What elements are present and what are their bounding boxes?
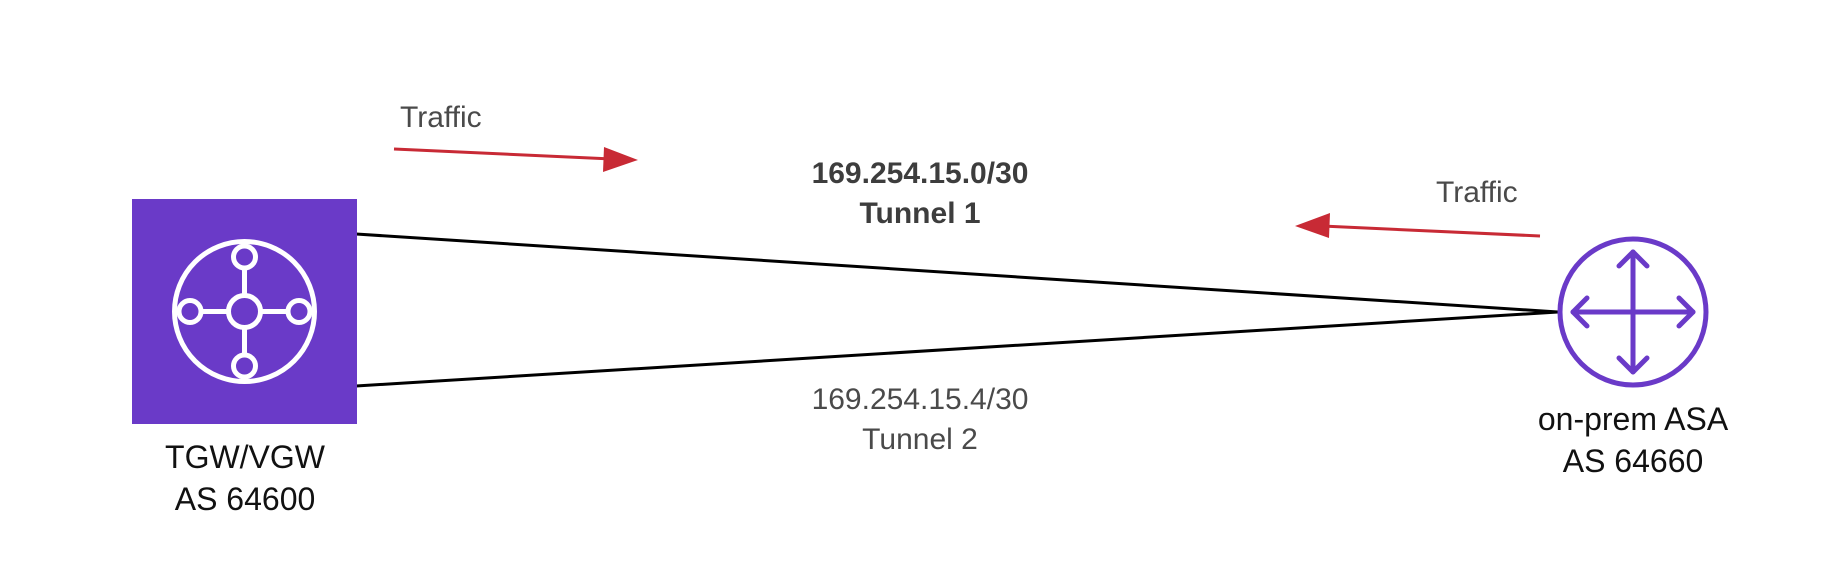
traffic-arrow-right — [393, 147, 638, 172]
traffic-label-right: Traffic — [1436, 176, 1518, 209]
tgw-name: TGW/VGW — [165, 439, 325, 475]
tunnel-1-cidr: 169.254.15.0/30 — [811, 157, 1029, 190]
asa-name: on-prem ASA — [1537, 401, 1729, 437]
asa-label: on-prem ASA AS 64660 — [1483, 398, 1783, 482]
tgw-asn: AS 64600 — [174, 481, 316, 517]
tunnel-1-name: Tunnel 1 — [859, 197, 981, 230]
tunnel-1-line — [355, 232, 1559, 314]
tunnel-2-name: Tunnel 2 — [862, 423, 978, 456]
router-icon[interactable] — [1557, 236, 1709, 388]
tunnel-2-line — [355, 310, 1559, 388]
tunnel-2-label: 169.254.15.4/30 Tunnel 2 — [720, 380, 1120, 460]
asa-asn: AS 64660 — [1562, 443, 1704, 479]
tunnel-1-label: 169.254.15.0/30 Tunnel 1 — [720, 154, 1120, 234]
tunnel-2-cidr: 169.254.15.4/30 — [811, 383, 1029, 416]
tgw-label: TGW/VGW AS 64600 — [95, 436, 395, 520]
traffic-label-left: Traffic — [400, 101, 482, 134]
transit-gateway-icon[interactable] — [132, 199, 357, 424]
traffic-arrow-left — [1295, 213, 1541, 238]
